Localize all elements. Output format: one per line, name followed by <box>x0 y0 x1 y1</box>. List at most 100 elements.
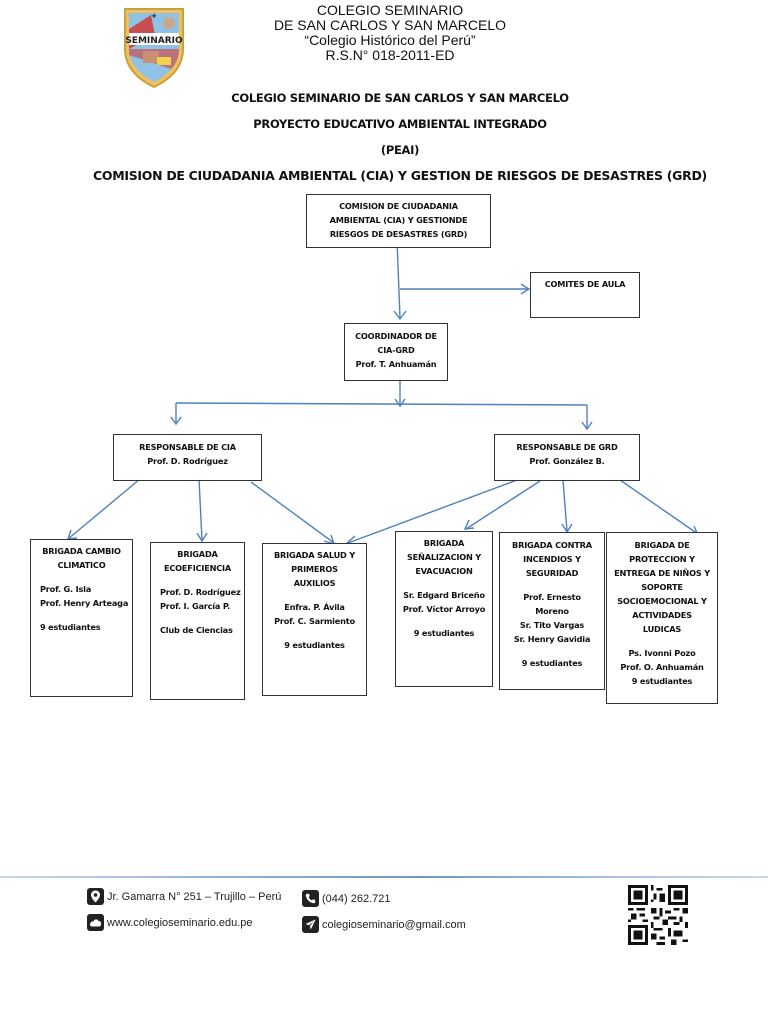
arrowhead <box>463 519 475 530</box>
connector-cia-eco <box>198 478 203 541</box>
arrowhead <box>170 416 182 426</box>
title-school: COLEGIO SEMINARIO DE SAN CARLOS Y SAN MA… <box>231 91 569 105</box>
footer-phone: (044) 262.721 <box>302 890 391 907</box>
letterhead-line-4: R.S.N° 018-2011-ED <box>325 47 455 63</box>
title-acronym: (PEAI) <box>380 143 420 157</box>
footer-email-link[interactable]: colegioseminario@gmail.com <box>322 918 466 931</box>
brigade-signage-member-1: Sr. Edgard Briceño <box>403 590 485 600</box>
school-logo: ✦ SEMINARIO <box>124 8 184 89</box>
coordinator-box: COORDINADOR DE CIA-GRD Prof. T. Anhuamán <box>344 323 448 381</box>
cloud-icon <box>87 914 104 931</box>
brigade-eco-member-2: Prof. I. García P. <box>160 601 231 611</box>
brigade-fire-title-2: INCENDIOS Y <box>523 554 581 564</box>
brigade-health-title-2: PRIMEROS <box>291 564 338 574</box>
comites-de-aula-label: COMITES DE AULA <box>544 279 626 289</box>
connector-grd-signage <box>465 480 541 530</box>
brigade-protection-member-2: Prof. O. Anhuamán <box>620 662 704 672</box>
svg-text:✦: ✦ <box>150 12 158 22</box>
brigade-protection-title-2: PROTECCION Y <box>629 554 695 564</box>
brigade-health-member-2: Prof. C. Sarmiento <box>274 616 355 626</box>
coordinator-name: Prof. T. Anhuamán <box>355 359 437 369</box>
location-pin-icon <box>87 888 104 905</box>
cia-lead-box: RESPONSABLE DE CIA Prof. D. Rodríguez <box>113 434 262 481</box>
title-commission: COMISION DE CIUDADANIA AMBIENTAL (CIA) Y… <box>93 168 707 183</box>
brigade-climate-students: 9 estudiantes <box>40 622 101 632</box>
brigade-climate-box: BRIGADA CAMBIO CLIMATICO Prof. G. Isla P… <box>30 539 133 697</box>
footer-address-text: Jr. Gamarra N° 251 – Trujillo – Perú <box>107 890 282 903</box>
brigade-health-title-1: BRIGADA SALUD Y <box>273 550 355 560</box>
commission-line-3: RIESGOS DE DESASTRES (GRD) <box>329 229 468 239</box>
commission-line-2: AMBIENTAL (CIA) Y GESTIONDE <box>329 215 468 225</box>
cia-lead-title: RESPONSABLE DE CIA <box>139 442 236 452</box>
brigade-protection-title-4: SOPORTE <box>641 582 683 592</box>
brigade-signage-title-2: SEÑALIZACION Y <box>406 552 482 562</box>
cia-lead-name: Prof. D. Rodríguez <box>147 456 228 466</box>
brigade-eco-member-1: Prof. D. Rodríguez <box>160 587 241 597</box>
brigade-climate-title-1: BRIGADA CAMBIO <box>42 546 121 556</box>
connector-commission-coordinator <box>396 239 401 319</box>
arrowhead <box>393 310 407 321</box>
svg-text:SEMINARIO: SEMINARIO <box>125 36 183 46</box>
grd-lead-box: RESPONSABLE DE GRD Prof. González B. <box>494 434 640 481</box>
brigade-health-title-3: AUXILIOS <box>293 578 336 588</box>
brigade-fire-students: 9 estudiantes <box>521 658 583 668</box>
brigade-signage-title-3: EVACUACION <box>415 566 473 576</box>
commission-line-1: COMISION DE CIUDADANIA <box>339 201 458 211</box>
brigade-fire-member-2: Moreno <box>535 606 569 616</box>
arrowhead <box>394 398 406 408</box>
phone-icon <box>302 890 319 907</box>
connector-cia-health <box>250 481 335 544</box>
connector-cia-climate <box>67 478 141 540</box>
connector-branch <box>175 402 588 406</box>
brigade-health-box: BRIGADA SALUD Y PRIMEROS AUXILIOS Enfra.… <box>262 543 367 696</box>
brigade-protection-students: 9 estudiantes <box>631 676 693 686</box>
commission-box: COMISION DE CIUDADANIA AMBIENTAL (CIA) Y… <box>306 194 491 248</box>
coordinator-title-1: COORDINADOR DE <box>355 331 437 341</box>
brigade-fire-member-1: Prof. Ernesto <box>523 592 581 602</box>
brigade-eco-box: BRIGADA ECOEFICIENCIA Prof. D. Rodríguez… <box>150 542 245 700</box>
brigade-protection-title-1: BRIGADA DE <box>634 540 690 550</box>
brigade-protection-box: BRIGADA DE PROTECCION Y ENTREGA DE NIÑOS… <box>606 532 718 704</box>
brigade-signage-box: BRIGADA SEÑALIZACION Y EVACUACION Sr. Ed… <box>395 531 493 687</box>
brigade-climate-member-1: Prof. G. Isla <box>40 584 92 594</box>
brigade-fire-member-4: Sr. Henry Gavidia <box>513 634 591 644</box>
footer-email: colegioseminario@gmail.com <box>302 916 466 933</box>
brigade-eco-club: Club de Ciencias <box>160 625 233 635</box>
brigade-climate-title-2: CLIMATICO <box>57 560 106 570</box>
coordinator-title-2: CIA-GRD <box>377 345 415 355</box>
brigade-eco-title-2: ECOEFICIENCIA <box>163 563 232 573</box>
brigade-climate-member-2: Prof. Henry Arteaga <box>40 598 129 608</box>
arrowhead <box>196 532 208 543</box>
letterhead: COLEGIO SEMINARIO DE SAN CARLOS Y SAN MA… <box>200 3 580 63</box>
title-project: PROYECTO EDUCATIVO AMBIENTAL INTEGRADO <box>253 117 547 131</box>
brigade-protection-title-6: ACTIVIDADES <box>632 610 692 620</box>
brigade-protection-member-1: Ps. Ivonni Pozo <box>628 648 696 658</box>
footer-website: www.colegioseminario.edu.pe <box>87 914 253 931</box>
brigade-signage-member-2: Prof. Víctor Arroyo <box>402 604 486 614</box>
comites-de-aula-box: COMITES DE AULA <box>530 272 640 318</box>
letterhead-line-1: COLEGIO SEMINARIO <box>316 2 464 18</box>
footer-divider <box>0 876 768 878</box>
footer-address: Jr. Gamarra N° 251 – Trujillo – Perú <box>87 888 281 905</box>
brigade-fire-member-3: Sr. Tito Vargas <box>519 620 585 630</box>
brigade-eco-title-1: BRIGADA <box>177 549 218 559</box>
brigade-protection-title-7: LUDICAS <box>642 624 682 634</box>
footer-phone-text: (044) 262.721 <box>322 892 391 905</box>
brigade-health-students: 9 estudiantes <box>284 640 345 650</box>
brigade-fire-title-1: BRIGADA CONTRA <box>512 540 592 550</box>
connector-grd-fire <box>562 479 568 532</box>
brigade-protection-title-3: ENTREGA DE NIÑOS Y <box>614 568 710 578</box>
brigade-signage-title-1: BRIGADA <box>423 538 465 548</box>
grd-lead-name: Prof. González B. <box>529 456 605 466</box>
brigade-health-member-1: Enfra. P. Ávila <box>284 602 345 612</box>
brigade-fire-box: BRIGADA CONTRA INCENDIOS Y SEGURIDAD Pro… <box>499 532 605 690</box>
arrowhead <box>520 283 531 295</box>
connector-grd-protection <box>619 479 699 535</box>
qr-code[interactable] <box>628 884 688 946</box>
send-plane-icon <box>302 916 319 933</box>
footer-website-link[interactable]: www.colegioseminario.edu.pe <box>107 916 253 929</box>
arrowhead <box>66 529 78 540</box>
brigade-protection-title-5: SOCIOEMOCIONAL Y <box>617 596 707 606</box>
arrowhead <box>581 421 593 431</box>
brigade-signage-students: 9 estudiantes <box>413 628 475 638</box>
